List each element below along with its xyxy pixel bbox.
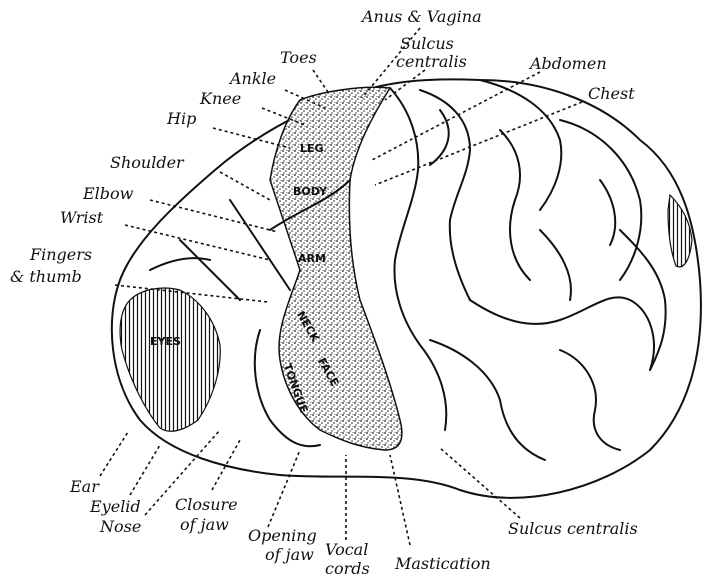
- label-mastication: Mastication: [394, 554, 491, 573]
- region-leg: LEG: [300, 142, 324, 155]
- label-ankle: Ankle: [228, 69, 276, 88]
- label-hip: Hip: [166, 109, 196, 128]
- label-sulcus-top-line1: Sulcus: [400, 34, 454, 53]
- label-sulcus-top-line2: centralis: [396, 52, 467, 71]
- label-closure-line2: of jaw: [180, 515, 229, 534]
- label-elbow: Elbow: [82, 184, 134, 203]
- label-fingers-line1: Fingers: [29, 245, 92, 264]
- label-closure-line1: Closure: [175, 495, 238, 514]
- motor-strip-region: [270, 87, 402, 450]
- label-fingers-line2: & thumb: [10, 267, 82, 286]
- region-body: BODY: [293, 185, 328, 198]
- label-vocal-line2: cords: [325, 559, 370, 578]
- occipital-patch: [668, 195, 692, 267]
- label-eyelid: Eyelid: [89, 497, 141, 516]
- region-arm: ARM: [298, 252, 326, 265]
- brain-folds: [150, 80, 666, 460]
- label-knee: Knee: [199, 89, 241, 108]
- label-opening-line2: of jaw: [265, 545, 314, 564]
- label-abdomen: Abdomen: [528, 54, 607, 73]
- label-chest: Chest: [588, 84, 635, 103]
- label-vocal-line1: Vocal: [325, 540, 368, 559]
- label-nose: Nose: [99, 517, 141, 536]
- label-anus-vagina: Anus & Vagina: [360, 7, 482, 26]
- eyes-region: [120, 288, 220, 431]
- label-opening-line1: Opening: [248, 526, 317, 545]
- label-sulcus-bottom: Sulcus centralis: [508, 519, 638, 538]
- label-shoulder: Shoulder: [110, 153, 185, 172]
- label-wrist: Wrist: [60, 208, 104, 227]
- label-toes: Toes: [280, 48, 317, 67]
- region-eyes: EYES: [150, 335, 181, 348]
- label-ear: Ear: [69, 477, 100, 496]
